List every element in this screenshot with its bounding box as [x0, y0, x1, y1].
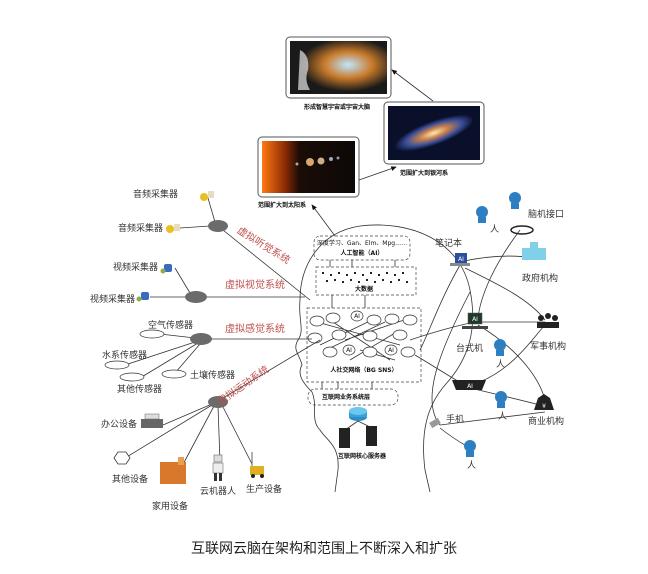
sns-network [307, 310, 418, 361]
ai-node-label: AI [346, 347, 352, 354]
core-servers-label: 互联网核心服务器 [338, 452, 387, 460]
big-data-layer [315, 266, 417, 296]
money-bag-icon [534, 394, 554, 410]
vision-system-label: 虚拟视觉系统 [225, 278, 285, 291]
soil-sensor-label: 土壤传感器 [190, 369, 235, 381]
head-outline [295, 224, 474, 493]
left-links [124, 197, 321, 471]
ai-node-label: AI [354, 313, 360, 320]
vision-hub [185, 291, 207, 303]
hearing-system-label: 虚拟听觉系统 [235, 224, 293, 267]
business-label: 商业机构 [528, 415, 564, 427]
other-sensor-icon [119, 372, 145, 382]
server-icon [366, 426, 377, 446]
video-collector-label: 视频采集器 [113, 261, 158, 273]
air-sensor-label: 空气传感器 [148, 319, 193, 331]
audio-collector-icon [200, 191, 214, 201]
hearing-hub [208, 220, 228, 232]
vr-glasses-icon [452, 380, 486, 390]
laptop-label: 笔记本 [435, 237, 462, 249]
military-label: 军事机构 [530, 340, 566, 352]
desktop-ai-badge: AI [472, 316, 478, 323]
universe-brain-image [285, 36, 392, 99]
router-icon [349, 407, 367, 421]
person-icon [464, 440, 476, 457]
ai-node-label: AI [388, 347, 394, 354]
brain-interface-label: 脑机接口 [528, 208, 564, 220]
galaxy-caption: 范围扩大到银河系 [400, 169, 448, 177]
glasses-ai-badge: AI [467, 383, 473, 390]
military-icon [537, 313, 559, 328]
phone-icon [429, 417, 441, 429]
universe-brain-caption: 形成智慧宇宙或宇宙大脑 [304, 103, 370, 111]
air-sensor-icon [139, 329, 165, 339]
big-data-label: 大数据 [355, 285, 373, 293]
home-equipment-label: 家用设备 [152, 500, 188, 512]
soil-sensor-icon [161, 369, 187, 379]
office-equipment-label: 办公设备 [101, 418, 137, 430]
money-symbol: ¥ [542, 403, 546, 410]
sensing-hub [190, 333, 212, 345]
ai-layer [313, 235, 411, 261]
business-layer [307, 388, 399, 406]
desktop-computer-icon [462, 312, 488, 329]
ai-methods: 深度学习、Gan、Elm、Mpg…… [317, 239, 407, 247]
expansion-arrow [391, 69, 434, 102]
layer-connectors [329, 260, 396, 308]
person-icon [476, 206, 488, 223]
motion-system-label: 虚拟运动系统 [215, 363, 272, 408]
sensing-system-label: 虚拟感觉系统 [225, 322, 285, 335]
audio-collector-label: 音频采集器 [118, 222, 163, 234]
solar-system-caption: 范围扩大到太阳系 [258, 201, 306, 209]
printer-icon [141, 413, 163, 428]
robot-icon [212, 454, 224, 481]
production-equipment-label: 生产设备 [246, 483, 282, 495]
layer-connectors [321, 382, 373, 389]
other-sensor-label: 其他传感器 [117, 383, 162, 395]
person-label: 人 [467, 460, 476, 471]
person-icon [495, 391, 507, 408]
person-label: 人 [496, 359, 505, 370]
forklift-icon [250, 452, 264, 478]
brain-interface-icon [510, 225, 534, 235]
solar-system-image [257, 136, 360, 198]
video-collector-icon [160, 264, 172, 274]
person-label: 人 [498, 411, 507, 422]
video-collector-label: 视频采集器 [90, 293, 135, 305]
business-layer-label: 互联网业务系统层 [322, 393, 370, 401]
phone-label: 手机 [446, 413, 464, 425]
laptop-ai-badge: AI [458, 256, 464, 263]
water-sensor-icon [104, 360, 130, 370]
water-sensor-label: 水系传感器 [102, 349, 147, 361]
audio-collector-icon [166, 224, 180, 233]
desktop-label: 台式机 [456, 342, 483, 354]
laptop-icon [450, 253, 470, 266]
video-collector-icon [136, 292, 149, 302]
government-label: 政府机构 [522, 272, 558, 284]
other-equipment-label: 其他设备 [112, 473, 148, 485]
right-links [409, 229, 546, 449]
data-dots [322, 272, 408, 283]
expansion-arrow [358, 166, 397, 181]
person-label: 人 [490, 224, 499, 235]
audio-collector-label: 音频采集器 [133, 188, 178, 200]
hexagon-icon [113, 451, 131, 465]
sns-layer [306, 307, 422, 383]
motion-hub [208, 396, 228, 408]
expansion-arrow [311, 204, 336, 237]
galaxy-image [383, 101, 485, 165]
home-appliance-icon [160, 457, 186, 484]
cloud-robot-label: 云机器人 [200, 485, 236, 497]
sns-label: 人社交网络（BG SNS） [330, 366, 397, 374]
person-icon [509, 192, 521, 209]
person-icon [494, 339, 506, 356]
government-building-icon [522, 242, 546, 260]
server-icon [339, 428, 350, 448]
ai-label: 人工智能（AI） [341, 249, 384, 257]
figure-caption: 互联网云脑在架构和范围上不断深入和扩张 [191, 540, 457, 557]
